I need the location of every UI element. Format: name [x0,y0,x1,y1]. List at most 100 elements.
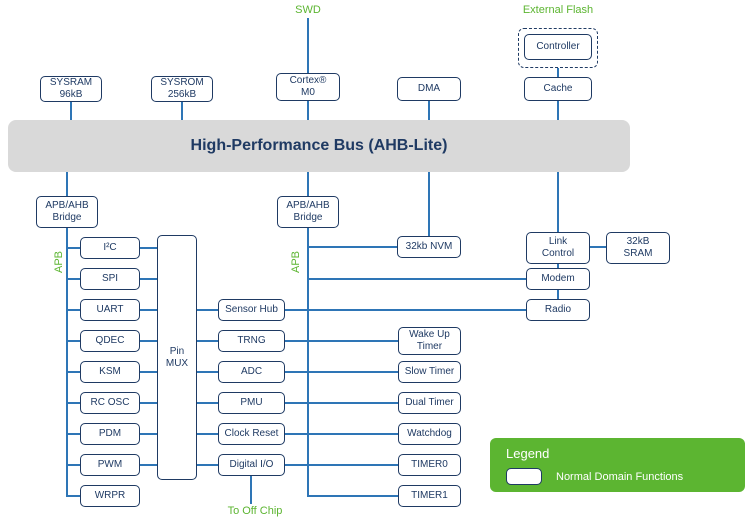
connector-line [197,371,218,373]
connector-line [307,228,309,497]
connector-line [428,172,430,236]
ksm-box: KSM [80,361,140,383]
connector-line [590,246,606,248]
connector-line [307,246,397,248]
pwm-box: PWM [80,454,140,476]
pmu-box: PMU [218,392,285,414]
connector-line [557,101,559,120]
connector-line [307,340,398,342]
connector-line [307,172,309,196]
connector-line [66,340,80,342]
legend-item-label: Normal Domain Functions [556,471,684,483]
connector-line [70,102,72,120]
connector-line [285,464,309,466]
digital-io-box: Digital I/O [218,454,285,476]
trng-box: TRNG [218,330,285,352]
dma-box: DMA [397,77,461,101]
connector-line [285,340,309,342]
nvm-box: 32kb NVM [397,236,461,258]
connector-line [66,309,80,311]
clock-reset-box: Clock Reset [218,423,285,445]
wake-up-timer-box: Wake Up Timer [398,327,461,355]
adc-box: ADC [218,361,285,383]
link-control-box: Link Control [526,232,590,264]
connector-line [140,433,157,435]
flash-controller-box: Controller [524,34,592,60]
connector-line [307,371,398,373]
connector-line [140,371,157,373]
radio-box: Radio [526,299,590,321]
sram-box: 32kB SRAM [606,232,670,264]
connector-line [307,18,309,73]
sysram-box: SYSRAM 96kB [40,76,102,102]
connector-line [66,433,80,435]
timer1-box: TIMER1 [398,485,461,507]
connector-line [557,264,559,268]
connector-line [181,102,183,120]
connector-line [307,464,398,466]
legend-sample-box [506,468,542,485]
connector-line [307,309,526,311]
external-flash-dashed-box [518,28,598,68]
connector-line [428,101,430,120]
connector-line [285,371,309,373]
legend-title: Legend [506,446,550,461]
qdec-box: QDEC [80,330,140,352]
sysrom-box: SYSROM 256kB [151,76,213,102]
connector-line [197,464,218,466]
connector-line [557,290,559,299]
connector-line [307,278,526,280]
connector-line [307,433,398,435]
dual-timer-box: Dual Timer [398,392,461,414]
external-flash-label: External Flash [522,4,594,16]
wrpr-box: WRPR [80,485,140,507]
connector-line [66,172,68,196]
connector-line [140,309,157,311]
connector-line [285,433,309,435]
spi-box: SPI [80,268,140,290]
connector-line [250,476,252,504]
connector-line [197,402,218,404]
ahb-bus: High-Performance Bus (AHB-Lite) [8,120,630,172]
connector-line [307,402,398,404]
connector-line [197,309,218,311]
apb-ahb-bridge-left-box: APB/AHB Bridge [36,196,98,228]
connector-line [140,340,157,342]
flash-cache-box: Cache [524,77,592,101]
connector-line [66,402,80,404]
connector-line [66,464,80,466]
timer0-box: TIMER0 [398,454,461,476]
slow-timer-box: Slow Timer [398,361,461,383]
connector-line [285,309,309,311]
uart-box: UART [80,299,140,321]
connector-line [285,402,309,404]
connector-line [307,495,398,497]
connector-line [197,340,218,342]
connector-line [66,495,80,497]
i2c-box: I²C [80,237,140,259]
connector-line [66,228,68,497]
connector-line [66,247,80,249]
connector-line [66,278,80,280]
swd-label: SWD [295,4,321,16]
apb-center-label: APB [290,251,302,274]
connector-line [307,101,309,120]
apb-ahb-bridge-center-box: APB/AHB Bridge [277,196,339,228]
pin-mux-box: Pin MUX [157,235,197,480]
to-off-chip-label: To Off Chip [227,505,283,517]
connector-line [140,402,157,404]
rc-osc-box: RC OSC [80,392,140,414]
connector-line [140,278,157,280]
pdm-box: PDM [80,423,140,445]
connector-line [66,371,80,373]
connector-line [557,172,559,232]
cortex-m0-box: Cortex® M0 [276,73,340,101]
connector-line [140,464,157,466]
connector-line [197,433,218,435]
modem-box: Modem [526,268,590,290]
connector-line [557,68,559,77]
sensor-hub-box: Sensor Hub [218,299,285,321]
apb-left-label: APB [53,251,65,274]
legend-panel: Legend Normal Domain Functions [490,438,745,492]
